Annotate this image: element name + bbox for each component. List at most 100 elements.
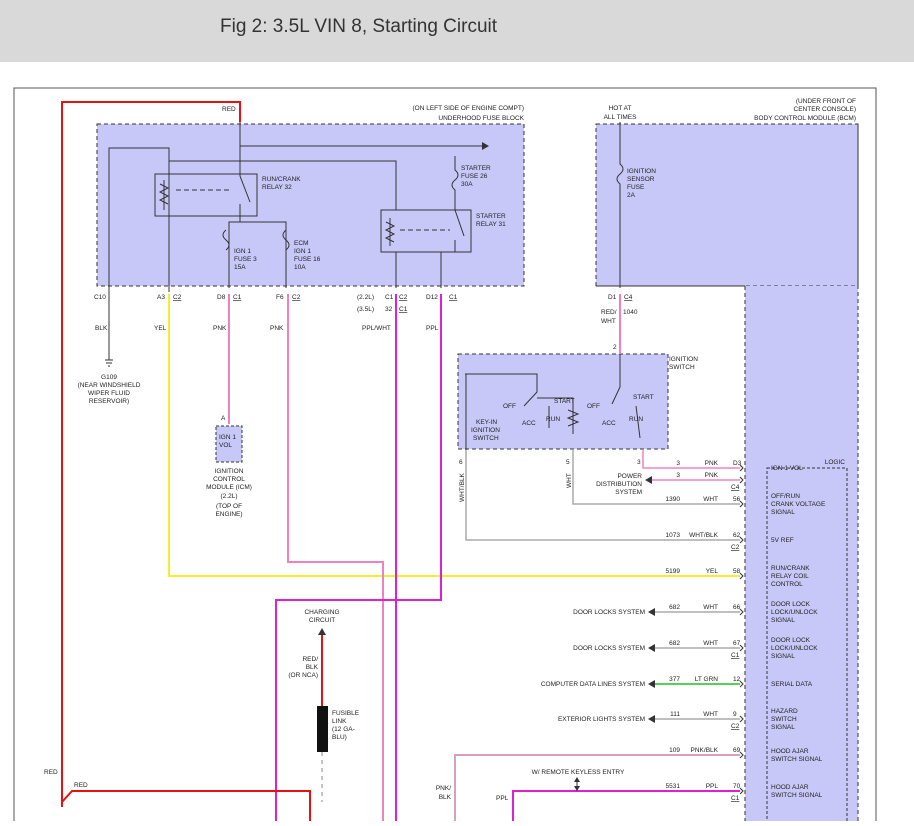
wire-pnk-1: PNK bbox=[213, 325, 227, 332]
starter-relay-31 bbox=[380, 209, 472, 253]
bcm-circuit-7: 377 bbox=[669, 676, 680, 683]
bcm-pin-5: 66 bbox=[733, 604, 741, 611]
ecm-fuse-label-2: IGN 1 bbox=[294, 248, 311, 255]
ign1-fuse3-label-1: IGN 1 bbox=[234, 248, 251, 255]
pds-label-3: SYSTEM bbox=[615, 489, 642, 496]
page-title: Fig 2: 3.5L VIN 8, Starting Circuit bbox=[220, 16, 498, 37]
bcm-function-2-2: SIGNAL bbox=[771, 509, 795, 516]
bcm-conn-3: C2 bbox=[731, 544, 740, 551]
ecm-fuse-label-3: FUSE 16 bbox=[294, 256, 321, 263]
bcm-wire-color-4: YEL bbox=[706, 568, 719, 575]
starter-fuse-label-2: FUSE 26 bbox=[461, 173, 488, 180]
bcm-pin-6: 67 bbox=[733, 640, 741, 647]
bcm-circuit-6: 682 bbox=[669, 640, 680, 647]
ground-symbol bbox=[105, 359, 113, 367]
keyin-label-1: KEY-IN bbox=[476, 419, 497, 426]
ecm-fuse-label-1: ECM bbox=[294, 240, 308, 247]
bcm-pin-9: 69 bbox=[733, 747, 741, 754]
icm-box-label-1: IGN 1 bbox=[219, 434, 236, 441]
bcm-function-9-0: HOOD AJAR bbox=[771, 748, 809, 755]
pin-c4: C4 bbox=[624, 294, 633, 301]
bcm-pin-mark-9 bbox=[739, 751, 744, 759]
icm-label-4: (2.2L) bbox=[221, 493, 238, 500]
wire-pnk-2: PNK bbox=[270, 325, 284, 332]
icm-box-label-2: VOL bbox=[219, 442, 232, 449]
ppl-5531-wire bbox=[512, 790, 740, 821]
underhood-fuse-block bbox=[96, 123, 525, 287]
charging-label-1: CHARGING bbox=[304, 609, 339, 616]
wht-1390-wire bbox=[572, 450, 740, 505]
bcm-wire-color-10: PPL bbox=[706, 783, 719, 790]
icm-label-1: IGNITION bbox=[215, 468, 244, 475]
diagram-frame bbox=[13, 87, 877, 826]
fuse-block-label: UNDERHOOD FUSE BLOCK bbox=[438, 115, 524, 122]
pnk-blk-109-wire bbox=[454, 754, 740, 821]
wire-wht-blk-vertical: WHT/BLK bbox=[459, 472, 466, 502]
pin-c1-c: C1 bbox=[399, 306, 408, 313]
bcm-function-10-0: HOOD AJAR bbox=[771, 784, 809, 791]
icm-label-3: MODULE (ICM) bbox=[206, 484, 252, 491]
dest-arrow-5 bbox=[648, 608, 655, 616]
fusible-link bbox=[317, 706, 328, 752]
bcm-wire-color-3: WHT/BLK bbox=[689, 532, 719, 539]
ign-sensor-fuse-label-4: 2A bbox=[627, 192, 636, 199]
bcm-pin-mark-3 bbox=[739, 536, 744, 544]
icm-label-2: CONTROL bbox=[213, 476, 245, 483]
bcm-pin-2: 56 bbox=[733, 496, 741, 503]
charging-label-2: CIRCUIT bbox=[309, 617, 335, 624]
charging-wire-1: RED/ bbox=[302, 656, 318, 663]
starter-fuse-26 bbox=[451, 156, 459, 210]
bcm-function-6-1: LOCK/UNLOCK bbox=[771, 645, 818, 652]
bcm-wire-color-9: PNK/BLK bbox=[691, 747, 719, 754]
bcm-circuit-2: 1390 bbox=[666, 496, 681, 503]
run-crank-relay-label-2: RELAY 32 bbox=[262, 184, 292, 191]
bcm-pin-7: 12 bbox=[733, 676, 741, 683]
bcm-conn-10: C1 bbox=[731, 795, 740, 802]
pin-d1: D1 bbox=[608, 294, 617, 301]
bcm-wire-color-0: PNK bbox=[705, 460, 719, 467]
ecm-fuse-label-4: 10A bbox=[294, 264, 306, 271]
keyin-label-2: IGNITION bbox=[471, 427, 500, 434]
switch-start-1: START bbox=[554, 398, 575, 405]
bcm-pin-mark-8 bbox=[739, 715, 744, 723]
wire-blk: BLK bbox=[95, 325, 108, 332]
bcm-function-7-0: SERIAL DATA bbox=[771, 681, 813, 688]
switch-acc-2: ACC bbox=[602, 420, 616, 427]
dest-arrow-7 bbox=[648, 680, 655, 688]
bcm-function-2-0: OFF/RUN bbox=[771, 493, 800, 500]
bcm-function-6-2: SIGNAL bbox=[771, 653, 795, 660]
wire-color-red-top: RED bbox=[222, 106, 236, 113]
ppl-starter-wire bbox=[275, 294, 442, 821]
fusible-label-2: LINK bbox=[332, 718, 347, 725]
bcm-function-4-2: CONTROL bbox=[771, 581, 803, 588]
pin-c2-c: C2 bbox=[399, 294, 408, 301]
bcm-pin-mark-0 bbox=[739, 464, 744, 472]
wire-ppl: PPL bbox=[426, 325, 439, 332]
switch-off-1: OFF bbox=[503, 403, 516, 410]
wire-red-wht-1: RED/ bbox=[601, 309, 617, 316]
bcm-function-4-0: RUN/CRANK bbox=[771, 565, 810, 572]
dest-arrow-6 bbox=[648, 644, 655, 652]
bcm-dest-8: EXTERIOR LIGHTS SYSTEM bbox=[558, 716, 645, 723]
bcm-circuit-3: 1073 bbox=[666, 532, 681, 539]
bcm-location-2: CENTER CONSOLE) bbox=[794, 106, 856, 113]
pin-f6: F6 bbox=[276, 294, 284, 301]
pnk-blk-label-2: BLK bbox=[439, 794, 452, 801]
bcm-function-10-1: SWITCH SIGNAL bbox=[771, 792, 823, 799]
ign1-fuse3-label-2: FUSE 3 bbox=[234, 256, 257, 263]
ignition-sensor-fuse bbox=[616, 122, 624, 288]
bcm-circuit-0: 3 bbox=[676, 460, 680, 467]
bcm-pin-10: 70 bbox=[733, 783, 741, 790]
hot-at-label: HOT AT bbox=[609, 105, 632, 112]
ign1-fuse-3 bbox=[222, 229, 230, 251]
bcm-pin-8: 9 bbox=[733, 711, 737, 718]
ground-label-1: G109 bbox=[101, 374, 117, 381]
bcm-pin-0: D3 bbox=[733, 460, 742, 467]
fusible-label-1: FUSIBLE bbox=[332, 710, 360, 717]
switch-run-2: RUN bbox=[629, 416, 643, 423]
starter-relay-label-1: STARTER bbox=[476, 213, 506, 220]
ecm-fuse-16 bbox=[282, 229, 290, 288]
wire-yel: YEL bbox=[154, 325, 167, 332]
dest-arrow-8 bbox=[648, 715, 655, 723]
